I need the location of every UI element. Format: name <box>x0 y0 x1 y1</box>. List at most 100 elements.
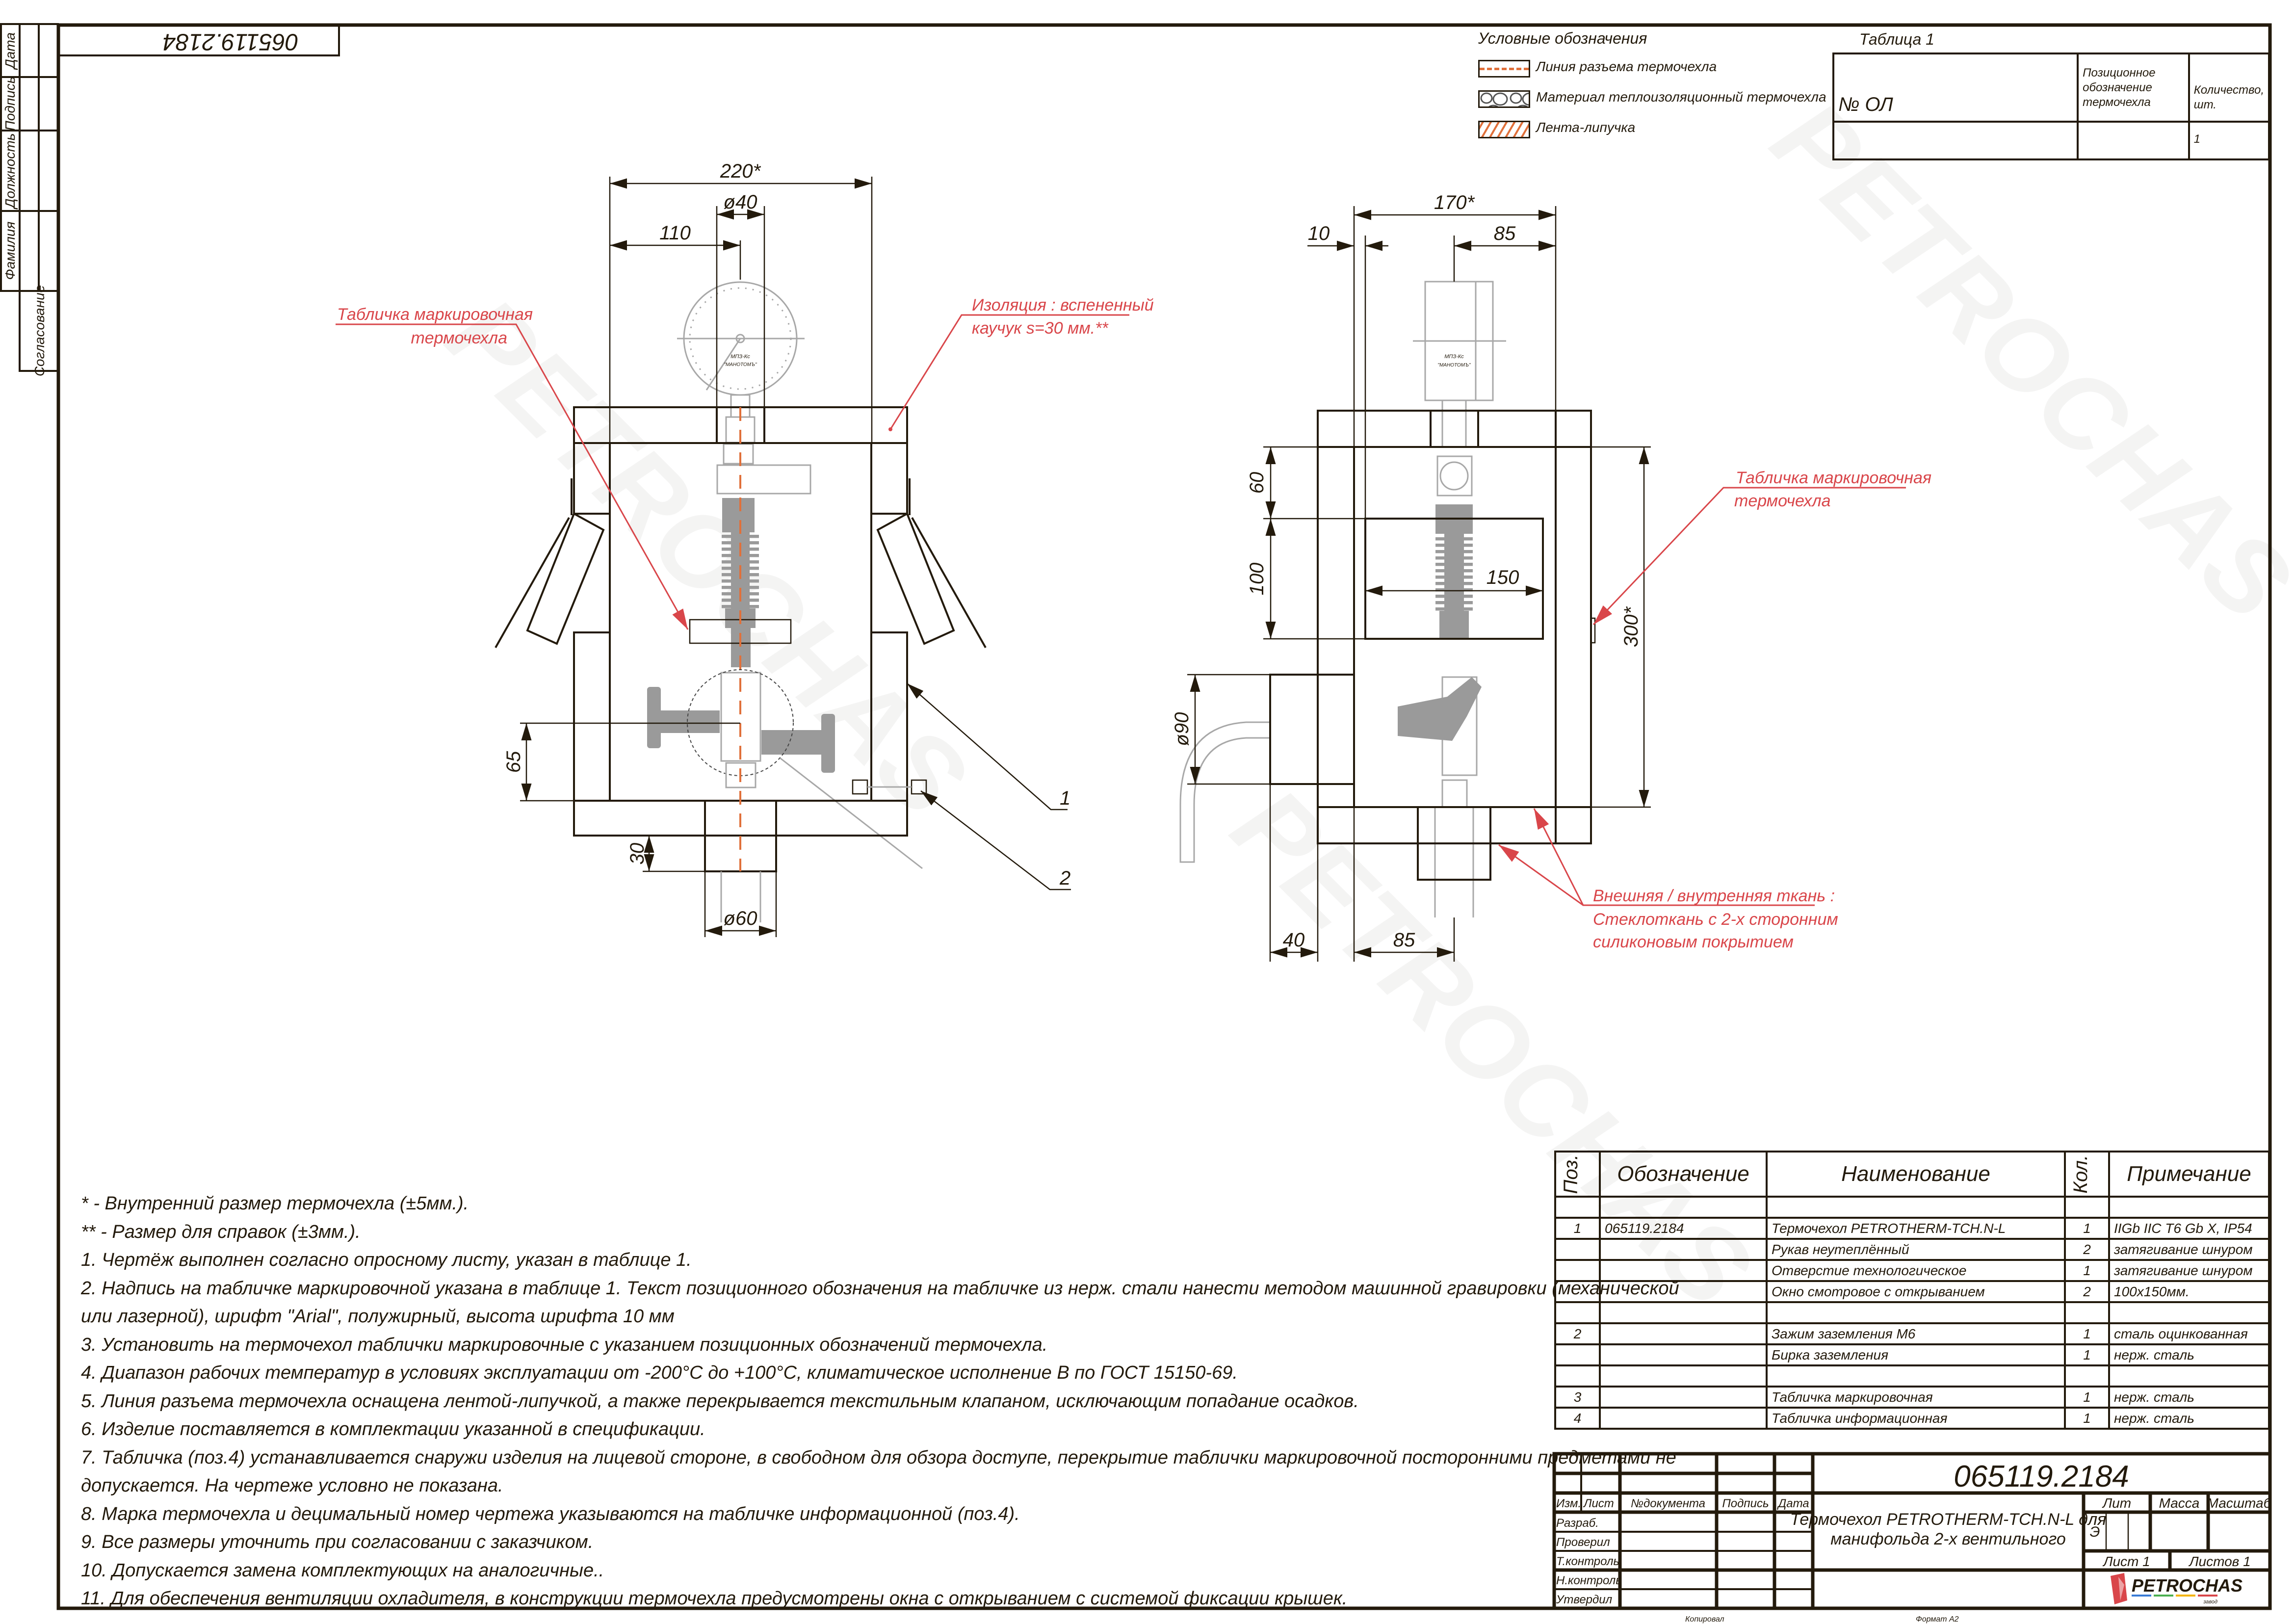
note-line: 4. Диапазон рабочих температур в условия… <box>81 1362 1238 1383</box>
spec-cell: 2 <box>2064 1280 2110 1303</box>
spec-cell: 2 <box>1554 1322 1601 1345</box>
side-dimensions: 170* 10 85 60 100 150 300* ø90 <box>1171 192 1651 962</box>
spec-header: Обозначение <box>1599 1151 1768 1198</box>
technical-notes: * - Внутренний размер термочехла (±5мм.)… <box>81 1190 1679 1613</box>
scale-label: Масштаб <box>2207 1495 2272 1511</box>
label-marking-plate-2: термочехла <box>411 329 507 347</box>
stamp-approval: Согласование <box>32 285 47 376</box>
spec-cell <box>1766 1364 2066 1388</box>
spec-cell <box>1766 1196 2066 1219</box>
fin <box>1435 601 1473 604</box>
title-block: 065119.2184 Изм. Лист №документа Подпись… <box>1552 1452 2272 1610</box>
label-insulation: Изоляция : вспененный <box>972 296 1154 314</box>
lit-label: Лит <box>2102 1495 2131 1511</box>
col-label: Лист <box>1583 1497 1614 1510</box>
spec-cell <box>1599 1196 1768 1219</box>
spec-cell <box>1554 1364 1601 1388</box>
spec-cell: 3 <box>1554 1386 1601 1409</box>
inspection-window[interactable] <box>1364 518 1544 640</box>
svg-text:PETROCHAS: PETROCHAS <box>1750 78 2295 643</box>
note-line: 6. Изделие поставляется в комплектации у… <box>81 1419 705 1440</box>
fin <box>1435 576 1473 579</box>
spec-cell: Табличка маркировочная <box>1766 1386 2066 1409</box>
spec-header: Поз. <box>1560 1154 1582 1194</box>
spec-cell: 1 <box>2064 1407 2110 1430</box>
lit-value: Э <box>2090 1524 2100 1540</box>
label-insulation-2: каучук s=30 мм.** <box>972 319 1109 338</box>
label-marking-plate-side-2: термочехла <box>1734 492 1831 510</box>
legend-item-velcro: Лента-липучка <box>1478 120 1822 138</box>
spec-cell <box>1554 1259 1601 1282</box>
fin <box>1435 556 1473 560</box>
rotated-doc-number: 065119.2184 <box>163 28 299 54</box>
spec-cell: 2 <box>2064 1238 2110 1261</box>
dim-30: 30 <box>626 843 648 865</box>
fin <box>1435 563 1473 566</box>
valve-handle-left <box>647 687 661 748</box>
spec-cell <box>1554 1280 1601 1303</box>
table1-cell <box>1832 121 2079 160</box>
spec-cell: 1 <box>2064 1386 2110 1409</box>
note-line: 3. Установить на термочехол таблички мар… <box>81 1334 1048 1355</box>
callout-1: 1 <box>1060 787 1070 809</box>
window-flap-right[interactable] <box>876 512 955 645</box>
dim-150: 150 <box>1487 567 1519 588</box>
footer-copied: Копировал <box>1685 1615 1724 1624</box>
spec-cell <box>1599 1322 1768 1345</box>
dim-170: 170* <box>1434 192 1475 213</box>
sheet-frame <box>56 23 2272 1610</box>
dim-10: 10 <box>1308 223 1330 244</box>
note-line: 11. Для обеспечения вентиляции охладител… <box>81 1588 1348 1609</box>
spec-cell: 1 <box>2064 1217 2110 1240</box>
dim-300: 300* <box>1620 606 1642 647</box>
fin <box>1435 537 1473 541</box>
spec-header: Кол. <box>2070 1154 2091 1194</box>
fin <box>722 579 759 583</box>
spec-cell: 1 <box>2064 1343 2110 1366</box>
spec-cell: 4 <box>1554 1407 1601 1430</box>
spec-cell: нерж. сталь <box>2108 1386 2270 1409</box>
spec-cell: затягивание шнуром <box>2108 1238 2270 1261</box>
note-line: допускается. На чертеже условно не показ… <box>81 1475 503 1496</box>
dim-220: 220* <box>720 160 761 182</box>
spec-cell <box>2064 1301 2110 1324</box>
stamp-label: Подпись <box>2 76 18 131</box>
label-fabric-2: Стеклоткань с 2-х сторонним <box>1593 910 1838 929</box>
note-line: 9. Все размеры уточнить при согласовании… <box>81 1532 594 1552</box>
spec-cell <box>2108 1301 2270 1324</box>
hatch-pattern-icon <box>1478 121 1530 138</box>
spec-cell <box>1554 1238 1601 1261</box>
insulation-pattern-icon <box>1478 90 1530 108</box>
dim-dia60: ø60 <box>724 908 757 929</box>
note-line: 7. Табличка (поз.4) устанавливается снар… <box>81 1447 1676 1468</box>
spec-cell <box>2064 1196 2110 1219</box>
spec-cell <box>1599 1280 1768 1303</box>
dim-85-bottom: 85 <box>1393 929 1415 951</box>
note-line: 10. Допускается замена комплектующих на … <box>81 1560 604 1581</box>
spec-cell: Отверстие технологическое <box>1766 1259 2066 1282</box>
legend-label: Материал теплоизоляционный термочехла <box>1536 89 1826 105</box>
spec-cell: 1 <box>2064 1259 2110 1282</box>
stamp-label: Фамилия <box>2 222 18 280</box>
fin <box>722 560 759 564</box>
spec-cell <box>1599 1364 1768 1388</box>
fin <box>1435 595 1473 598</box>
spec-row <box>1554 1364 2270 1388</box>
spec-cell <box>1554 1301 1601 1324</box>
spec-cell <box>2108 1364 2270 1388</box>
spec-cell: 1 <box>1554 1217 1601 1240</box>
fin <box>1435 544 1473 547</box>
insulation-box <box>495 406 987 922</box>
dim-40: 40 <box>1283 929 1305 951</box>
fin <box>722 586 759 589</box>
table1-title: Таблица 1 <box>1859 30 1934 48</box>
table-1: № ОЛ Позиционное обозначение термочехла … <box>1832 52 2270 160</box>
label-marking-plate-side: Табличка маркировочная <box>1736 469 1931 487</box>
valve-45 <box>1398 677 1482 741</box>
spec-cell <box>1599 1259 1768 1282</box>
spec-cell <box>1554 1343 1601 1366</box>
window-flap-left[interactable] <box>526 512 605 645</box>
